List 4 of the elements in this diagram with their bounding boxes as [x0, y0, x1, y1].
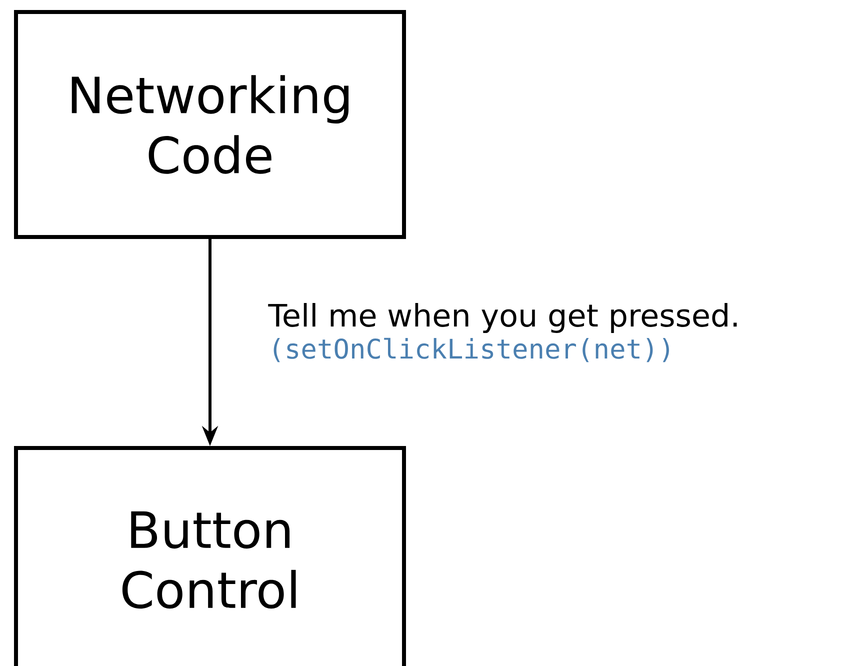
process-box: Networking Code — [14, 10, 406, 239]
code-text: (setOnClickListener(net)) — [274, 338, 669, 362]
edge-label: Tell me when you get pressed. — [268, 303, 737, 333]
process-box: Button Control — [14, 446, 406, 666]
